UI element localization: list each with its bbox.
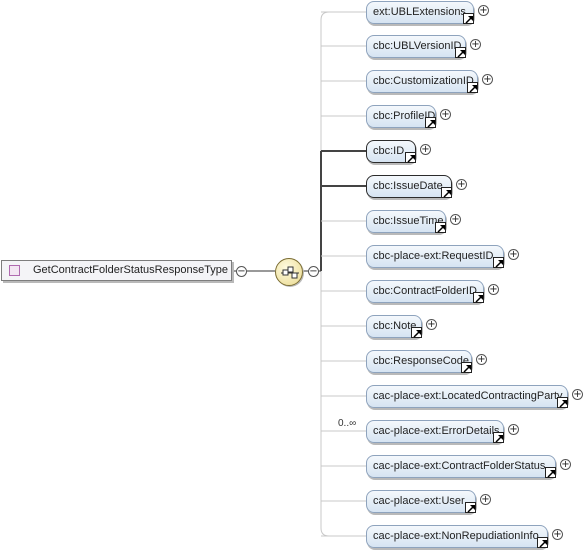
element-label: cac-place-ext:LocatedContractingParty (373, 390, 563, 402)
reference-arrow-icon (455, 47, 466, 58)
reference-arrow-icon (405, 152, 416, 163)
element-11[interactable]: cac-place-ext:LocatedContractingParty (366, 385, 568, 408)
expand-toggle[interactable]: + (450, 214, 461, 225)
expand-toggle[interactable]: + (488, 284, 499, 295)
expand-toggle[interactable]: + (478, 5, 489, 16)
reference-arrow-icon (435, 222, 446, 233)
element-8[interactable]: cbc:ContractFolderID (366, 280, 484, 303)
reference-arrow-icon (493, 432, 504, 443)
expand-toggle[interactable]: + (480, 494, 491, 505)
sequence-collapse-toggle[interactable]: − (308, 266, 319, 277)
element-label: cac-place-ext:User (373, 495, 465, 507)
root-complex-type[interactable]: GetContractFolderStatusResponseType (1, 260, 232, 281)
element-label: cbc:CustomizationID (373, 75, 474, 87)
element-label: cbc:Note (373, 320, 417, 332)
reference-arrow-icon (461, 362, 472, 373)
root-type-label: GetContractFolderStatusResponseType (33, 264, 229, 276)
element-label: cbc:UBLVersionID (373, 40, 462, 52)
element-label: ext:UBLExtensions (373, 6, 466, 18)
expand-toggle[interactable]: + (508, 424, 519, 435)
element-1[interactable]: cbc:UBLVersionID (366, 35, 466, 58)
element-label: cac-place-ext:ErrorDetails (373, 425, 500, 437)
element-7[interactable]: cbc-place-ext:RequestID (366, 245, 504, 268)
element-label: cbc:ID (373, 145, 405, 157)
element-14[interactable]: cac-place-ext:User (366, 490, 476, 513)
expand-toggle[interactable]: + (476, 354, 487, 365)
expand-toggle[interactable]: + (456, 179, 467, 190)
expand-toggle[interactable]: + (572, 389, 583, 400)
reference-arrow-icon (465, 502, 476, 513)
expand-toggle[interactable]: + (482, 74, 493, 85)
sequence-icon (281, 266, 299, 279)
element-15[interactable]: cac-place-ext:NonRepudiationInfo (366, 525, 548, 548)
reference-arrow-icon (493, 257, 504, 268)
reference-arrow-icon (557, 397, 568, 408)
element-label: cbc:ResponseCode (373, 355, 470, 367)
element-4[interactable]: cbc:ID (366, 140, 416, 163)
element-label: cac-place-ext:NonRepudiationInfo (373, 530, 539, 542)
element-2[interactable]: cbc:CustomizationID (366, 70, 478, 93)
element-label: cbc:ProfileID (373, 110, 436, 122)
element-3[interactable]: cbc:ProfileID (366, 105, 436, 128)
element-5[interactable]: cbc:IssueDate (366, 175, 452, 198)
element-10[interactable]: cbc:ResponseCode (366, 350, 472, 373)
expand-toggle[interactable]: + (420, 144, 431, 155)
reference-arrow-icon (545, 467, 556, 478)
element-label: cbc-place-ext:RequestID (373, 250, 494, 262)
reference-arrow-icon (473, 292, 484, 303)
expand-toggle[interactable]: + (552, 529, 563, 540)
element-label: cac-place-ext:ContractFolderStatus (373, 460, 546, 472)
occurrence-label: 0..∞ (338, 418, 357, 429)
reference-arrow-icon (467, 82, 478, 93)
element-label: cbc:IssueTime (373, 215, 444, 227)
element-9[interactable]: cbc:Note (366, 315, 422, 338)
expand-toggle[interactable]: + (470, 39, 481, 50)
reference-arrow-icon (441, 187, 452, 198)
complex-type-icon (9, 265, 20, 276)
reference-arrow-icon (411, 327, 422, 338)
element-13[interactable]: cac-place-ext:ContractFolderStatus (366, 455, 556, 478)
element-0[interactable]: ext:UBLExtensions (366, 1, 474, 24)
expand-toggle[interactable]: + (560, 459, 571, 470)
reference-arrow-icon (537, 537, 548, 548)
element-label: cbc:IssueDate (373, 180, 443, 192)
expand-toggle[interactable]: + (508, 249, 519, 260)
element-label: cbc:ContractFolderID (373, 285, 477, 297)
expand-toggle[interactable]: + (440, 109, 451, 120)
reference-arrow-icon (425, 117, 436, 128)
element-12[interactable]: cac-place-ext:ErrorDetails (366, 420, 504, 443)
element-6[interactable]: cbc:IssueTime (366, 210, 446, 233)
reference-arrow-icon (463, 13, 474, 24)
sequence-compositor[interactable] (275, 258, 303, 286)
expand-toggle[interactable]: + (426, 319, 437, 330)
root-collapse-toggle[interactable]: − (236, 266, 247, 277)
